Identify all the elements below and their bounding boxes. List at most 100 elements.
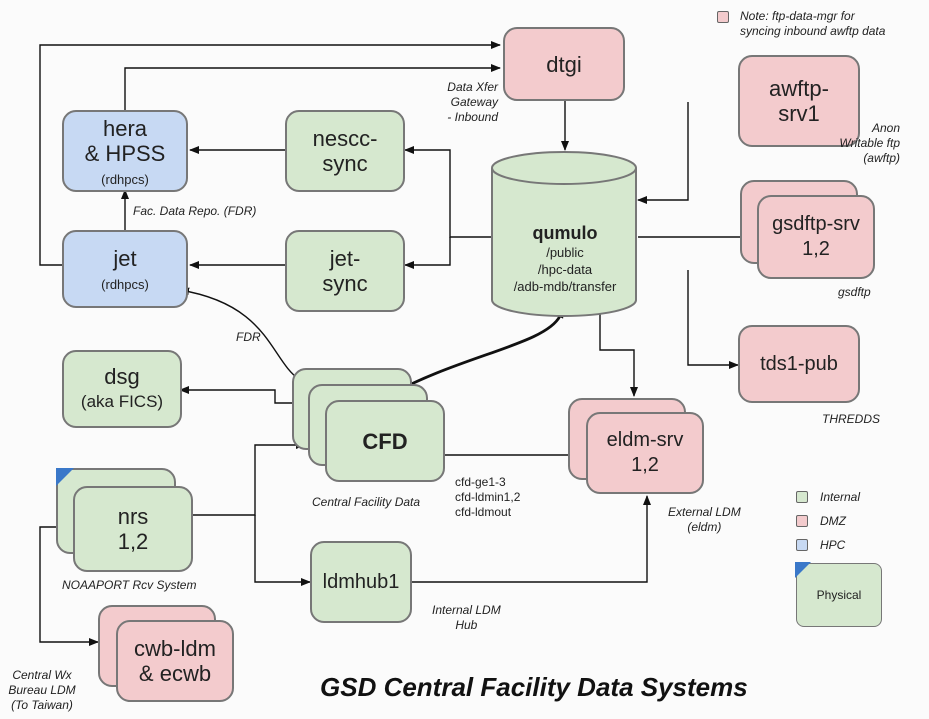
tds1-pub-node[interactable]: tds1-pub <box>738 325 860 403</box>
cfd-host-3: cfd-ldmout <box>455 505 512 519</box>
cfd-host-2: cfd-ldmin1,2 <box>455 490 521 504</box>
jet-label: jet <box>113 246 137 271</box>
dtgi-caption-3: - Inbound <box>447 110 498 124</box>
legend-hpc-label: HPC <box>820 538 846 552</box>
legend-physical-box: Physical <box>795 562 882 627</box>
note-text: Note: ftp-data-mgr for syncing inbound a… <box>740 9 885 39</box>
qumulo-label: qumulo <box>532 223 598 243</box>
physical-corner-icon <box>56 468 74 486</box>
cfd-label: CFD <box>362 428 408 454</box>
edge-qumulo-bus <box>404 146 492 238</box>
nrs-label-1: nrs <box>117 504 149 529</box>
edge-cfd-jet <box>179 287 301 381</box>
cfd-hosts: cfd-ge1-3 cfd-ldmin1,2 cfd-ldmout <box>455 475 520 520</box>
qumulo-path-2: /hpc-data <box>537 262 593 277</box>
jet-node[interactable]: jet (rdhpcs) <box>62 230 188 308</box>
nescc-label-1: nescc- <box>312 126 378 151</box>
qumulo-cylinder[interactable] <box>490 150 640 318</box>
legend-internal-label: Internal <box>820 490 861 504</box>
awftp-caption: Anon Writable ftp (awftp) <box>790 121 900 166</box>
ldmhub-caption-1: Internal LDM <box>432 603 501 617</box>
hera-hpss-node[interactable]: hera & HPSS (rdhpcs) <box>62 110 188 192</box>
tds-label: tds1-pub <box>760 352 838 375</box>
hera-label-1: hera <box>102 115 148 141</box>
fdr-repo-caption: Fac. Data Repo. (FDR) <box>133 204 257 218</box>
gsdftp-label-1: gsdftp-srv <box>772 213 860 235</box>
edge-hera-dtgi <box>124 64 501 112</box>
nescc-label-2: sync <box>322 151 368 176</box>
edge-nrs-ldmhub <box>254 515 311 586</box>
hera-sub: (rdhpcs) <box>101 171 149 187</box>
ldmhub-caption: Internal LDM Hub <box>432 603 501 633</box>
cwb-ldm-node[interactable]: cwb-ldm & ecwb <box>116 620 234 702</box>
gsdftp-label-2: 1,2 <box>802 238 830 260</box>
edge-nrs-cwb <box>39 526 99 646</box>
eldm-label-1: eldm-srv <box>606 429 684 451</box>
eldm-caption: External LDM (eldm) <box>668 505 741 535</box>
ldmhub-caption-2: Hub <box>455 618 478 632</box>
legend-physical-label: Physical <box>816 588 862 602</box>
jetsync-label-2: sync <box>322 271 368 296</box>
awftp-caption-2: Writable ftp <box>839 136 900 150</box>
qumulo-text: qumulo /public /hpc-data /adb-mdb/transf… <box>490 222 640 295</box>
thredds-caption: THREDDS <box>822 412 881 426</box>
awftp-srv1-node[interactable]: awftp- srv1 <box>738 55 860 147</box>
qumulo-path-1: /public <box>546 245 584 260</box>
dtgi-label: dtgi <box>546 51 582 77</box>
diagram-title: GSD Central Facility Data Systems <box>320 672 748 702</box>
nescc-sync-node[interactable]: nescc- sync <box>285 110 405 192</box>
note-line1: Note: ftp-data-mgr for <box>740 9 855 23</box>
edge-jet-dtgi <box>39 41 501 266</box>
awftp-label-1: awftp- <box>769 76 829 101</box>
note-dmz-swatch <box>717 11 729 23</box>
qumulo-path-3: /adb-mdb/transfer <box>513 279 617 294</box>
awftp-caption-1: Anon <box>871 121 900 135</box>
eldm-label-2: 1,2 <box>631 454 659 476</box>
cwb-caption-1: Central Wx <box>12 668 72 682</box>
cwb-label-2: & ecwb <box>138 661 212 686</box>
eldm-caption-1: External LDM <box>668 505 741 519</box>
legend-dmz-swatch <box>796 515 808 527</box>
dsg-label-2: (aka FICS) <box>80 392 164 411</box>
edge-bus-jetsync <box>404 237 451 269</box>
jet-sync-node[interactable]: jet- sync <box>285 230 405 312</box>
cwb-caption: Central Wx Bureau LDM (To Taiwan) <box>2 668 82 713</box>
dtgi-node[interactable]: dtgi <box>503 27 625 101</box>
edge-awftp-qumulo <box>637 102 689 204</box>
cfd-node[interactable]: CFD <box>325 400 445 482</box>
cwb-label-1: cwb-ldm <box>134 636 216 661</box>
dtgi-caption: Data Xfer Gateway - Inbound <box>400 80 498 125</box>
dsg-node[interactable]: dsg (aka FICS) <box>62 350 182 428</box>
ldmhub-label: ldmhub1 <box>322 570 400 593</box>
nrs-label-2: 1,2 <box>117 529 149 554</box>
legend-dmz-label: DMZ <box>820 514 846 528</box>
cfd-caption: Central Facility Data <box>312 495 421 509</box>
hera-label-2: & HPSS <box>84 140 166 166</box>
edge-qumulo-cfd <box>383 308 565 400</box>
ldmhub1-node[interactable]: ldmhub1 <box>310 541 412 623</box>
awftp-caption-3: (awftp) <box>863 151 900 165</box>
edge-ldmhub-eldm <box>412 495 651 583</box>
awftp-label-2: srv1 <box>778 101 820 126</box>
edge-cfd-dsg <box>179 386 292 404</box>
eldm-caption-2: (eldm) <box>687 520 722 534</box>
nrs-caption: NOAAPORT Rcv System <box>62 578 197 592</box>
fdr-caption: FDR <box>236 330 261 344</box>
cfd-host-1: cfd-ge1-3 <box>455 475 506 489</box>
dtgi-caption-1: Data Xfer <box>447 80 498 94</box>
edge-nrs-cfd <box>193 441 306 516</box>
eldm-srv-node[interactable]: eldm-srv 1,2 <box>586 412 704 494</box>
gsdftp-srv-node[interactable]: gsdftp-srv 1,2 <box>757 195 875 279</box>
dsg-label-1: dsg <box>104 364 140 389</box>
legend-internal-swatch <box>796 491 808 503</box>
cwb-caption-2: Bureau LDM <box>8 683 76 697</box>
legend-hpc-swatch <box>796 539 808 551</box>
nrs-node[interactable]: nrs 1,2 <box>73 486 193 572</box>
note-line2: syncing inbound awftp data <box>740 24 886 38</box>
gsdftp-caption: gsdftp <box>838 285 871 299</box>
jet-sub: (rdhpcs) <box>101 277 149 292</box>
cwb-caption-3: (To Taiwan) <box>11 698 73 712</box>
dtgi-caption-2: Gateway <box>450 95 498 109</box>
edge-qumulo-tds <box>687 270 739 369</box>
